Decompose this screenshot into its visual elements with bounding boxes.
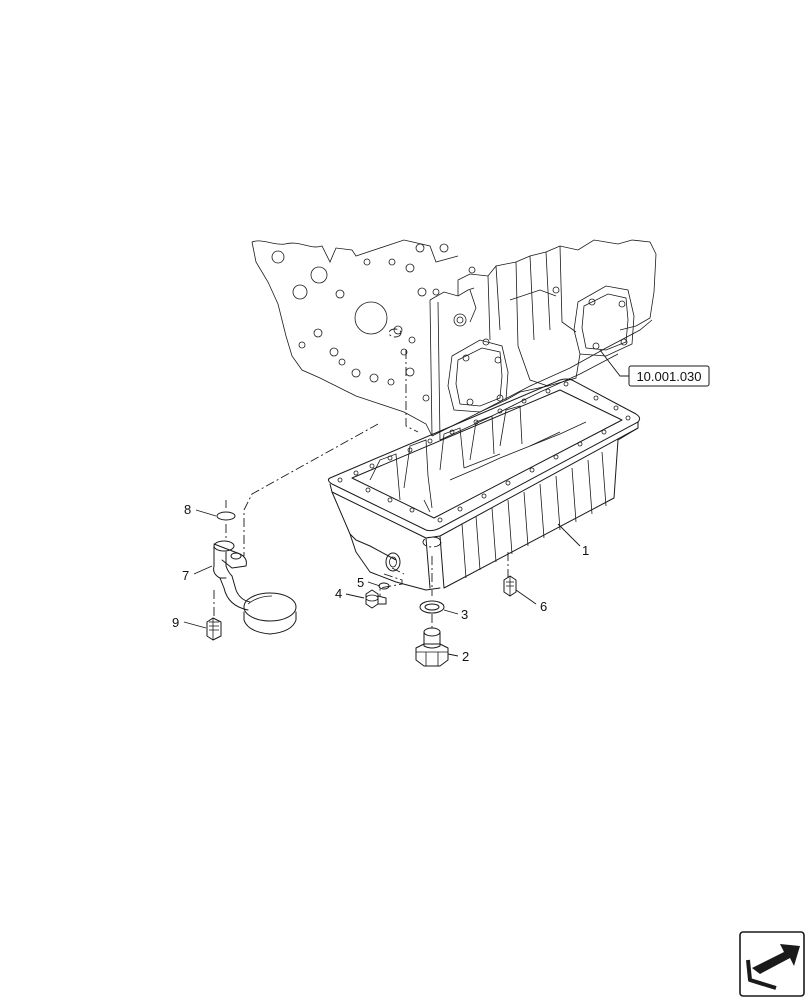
reference-link[interactable]: 10.001.030 — [628, 365, 710, 387]
callout-6: 6 — [540, 599, 547, 614]
o-ring — [216, 511, 236, 521]
callout-9: 9 — [172, 615, 179, 630]
oil-pan — [327, 378, 641, 591]
next-page-arrow-icon[interactable] — [739, 931, 805, 997]
callout-3: 3 — [461, 607, 468, 622]
drain-plug-2 — [415, 627, 449, 667]
callout-1: 1 — [582, 543, 589, 558]
callout-7: 7 — [182, 568, 189, 583]
callout-labels: 1 2 3 4 5 6 7 8 9 — [172, 502, 589, 664]
reference-label[interactable]: 10.001.030 — [636, 369, 701, 384]
flange-bolt-holes — [337, 381, 631, 523]
callout-5: 5 — [357, 575, 364, 590]
bolt-9 — [206, 617, 222, 641]
washer-5 — [378, 582, 390, 590]
callout-2: 2 — [462, 649, 469, 664]
oil-suction-pipe — [213, 540, 297, 635]
callout-4: 4 — [335, 586, 342, 601]
leader-lines — [183, 349, 630, 657]
bolt-6 — [503, 575, 517, 597]
engine-block — [251, 239, 657, 441]
callout-8: 8 — [184, 502, 191, 517]
washer-3 — [419, 600, 445, 614]
plug-4 — [365, 589, 387, 609]
assembly-lines — [213, 423, 509, 628]
